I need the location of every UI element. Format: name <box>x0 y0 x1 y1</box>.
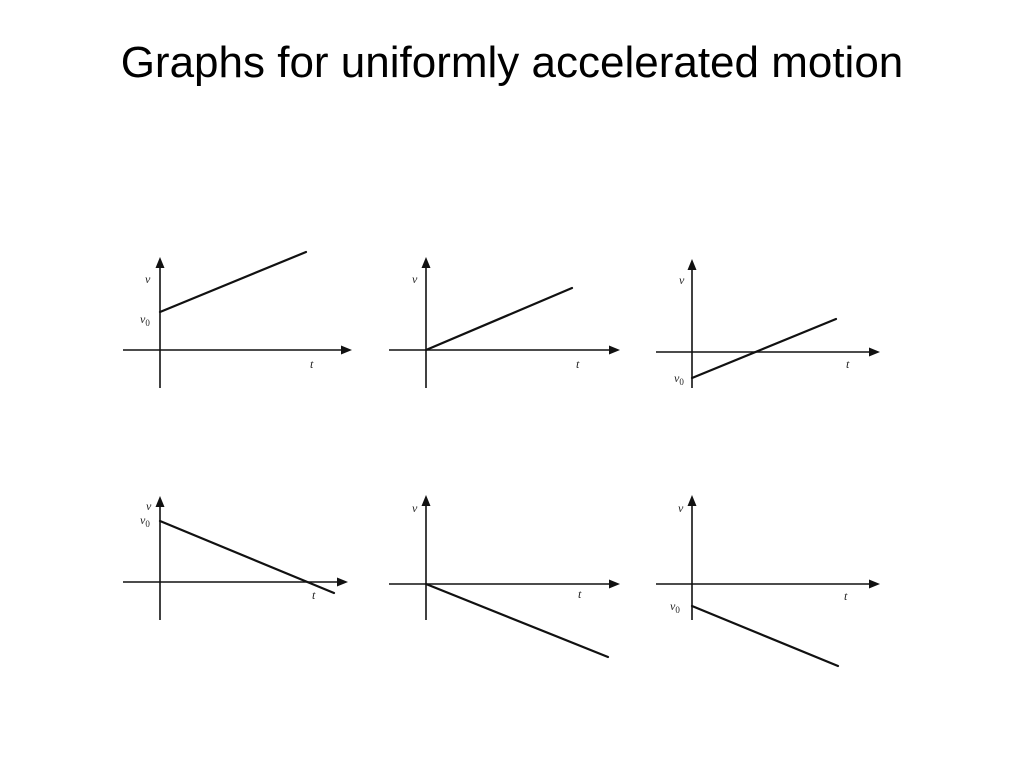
velocity-axis-arrow <box>421 257 431 268</box>
time-axis-label: t <box>312 588 316 602</box>
velocity-line <box>690 604 840 668</box>
time-axis-arrow <box>609 579 620 589</box>
time-axis-arrow <box>341 345 352 355</box>
velocity-axis-arrow <box>421 495 431 506</box>
graph-4: v t v0 <box>123 496 348 620</box>
graph-5: v t <box>389 495 620 659</box>
velocity-axis-label: v <box>678 501 684 515</box>
graph-2: v t <box>389 257 620 388</box>
velocity-line <box>690 317 838 380</box>
time-axis-label: t <box>846 357 850 371</box>
velocity-axis-label: v <box>412 501 418 515</box>
slide-title: Graphs for uniformly accelerated motion <box>120 38 904 87</box>
time-axis-label: t <box>576 357 580 371</box>
velocity-axis-arrow <box>687 495 697 506</box>
velocity-axis-arrow <box>687 259 697 270</box>
graph-1: v t v0 <box>123 250 352 388</box>
velocity-axis-arrow <box>155 496 165 507</box>
graph-3: v t v0 <box>656 259 880 388</box>
time-axis-arrow <box>869 579 880 589</box>
time-axis-label: t <box>844 589 848 603</box>
time-axis-arrow <box>869 347 880 357</box>
time-axis-label: t <box>578 587 582 601</box>
initial-velocity-label: v0 <box>140 513 150 529</box>
velocity-axis-label: v <box>145 272 151 286</box>
velocity-line <box>158 250 308 314</box>
velocity-axis-label: v <box>679 273 685 287</box>
graph-6: v t v0 <box>656 495 880 668</box>
velocity-line <box>424 286 574 352</box>
initial-velocity-label: v0 <box>670 599 680 615</box>
time-axis-arrow <box>337 577 348 587</box>
velocity-line <box>158 519 336 595</box>
velocity-line <box>424 582 610 659</box>
velocity-axis-label: v <box>146 499 152 513</box>
time-axis-arrow <box>609 345 620 355</box>
velocity-axis-arrow <box>155 257 165 268</box>
initial-velocity-label: v0 <box>140 312 150 328</box>
velocity-time-graphs-figure: v t v0 v t v t v0 <box>118 230 894 674</box>
velocity-axis-label: v <box>412 272 418 286</box>
initial-velocity-label: v0 <box>674 371 684 387</box>
time-axis-label: t <box>310 357 314 371</box>
